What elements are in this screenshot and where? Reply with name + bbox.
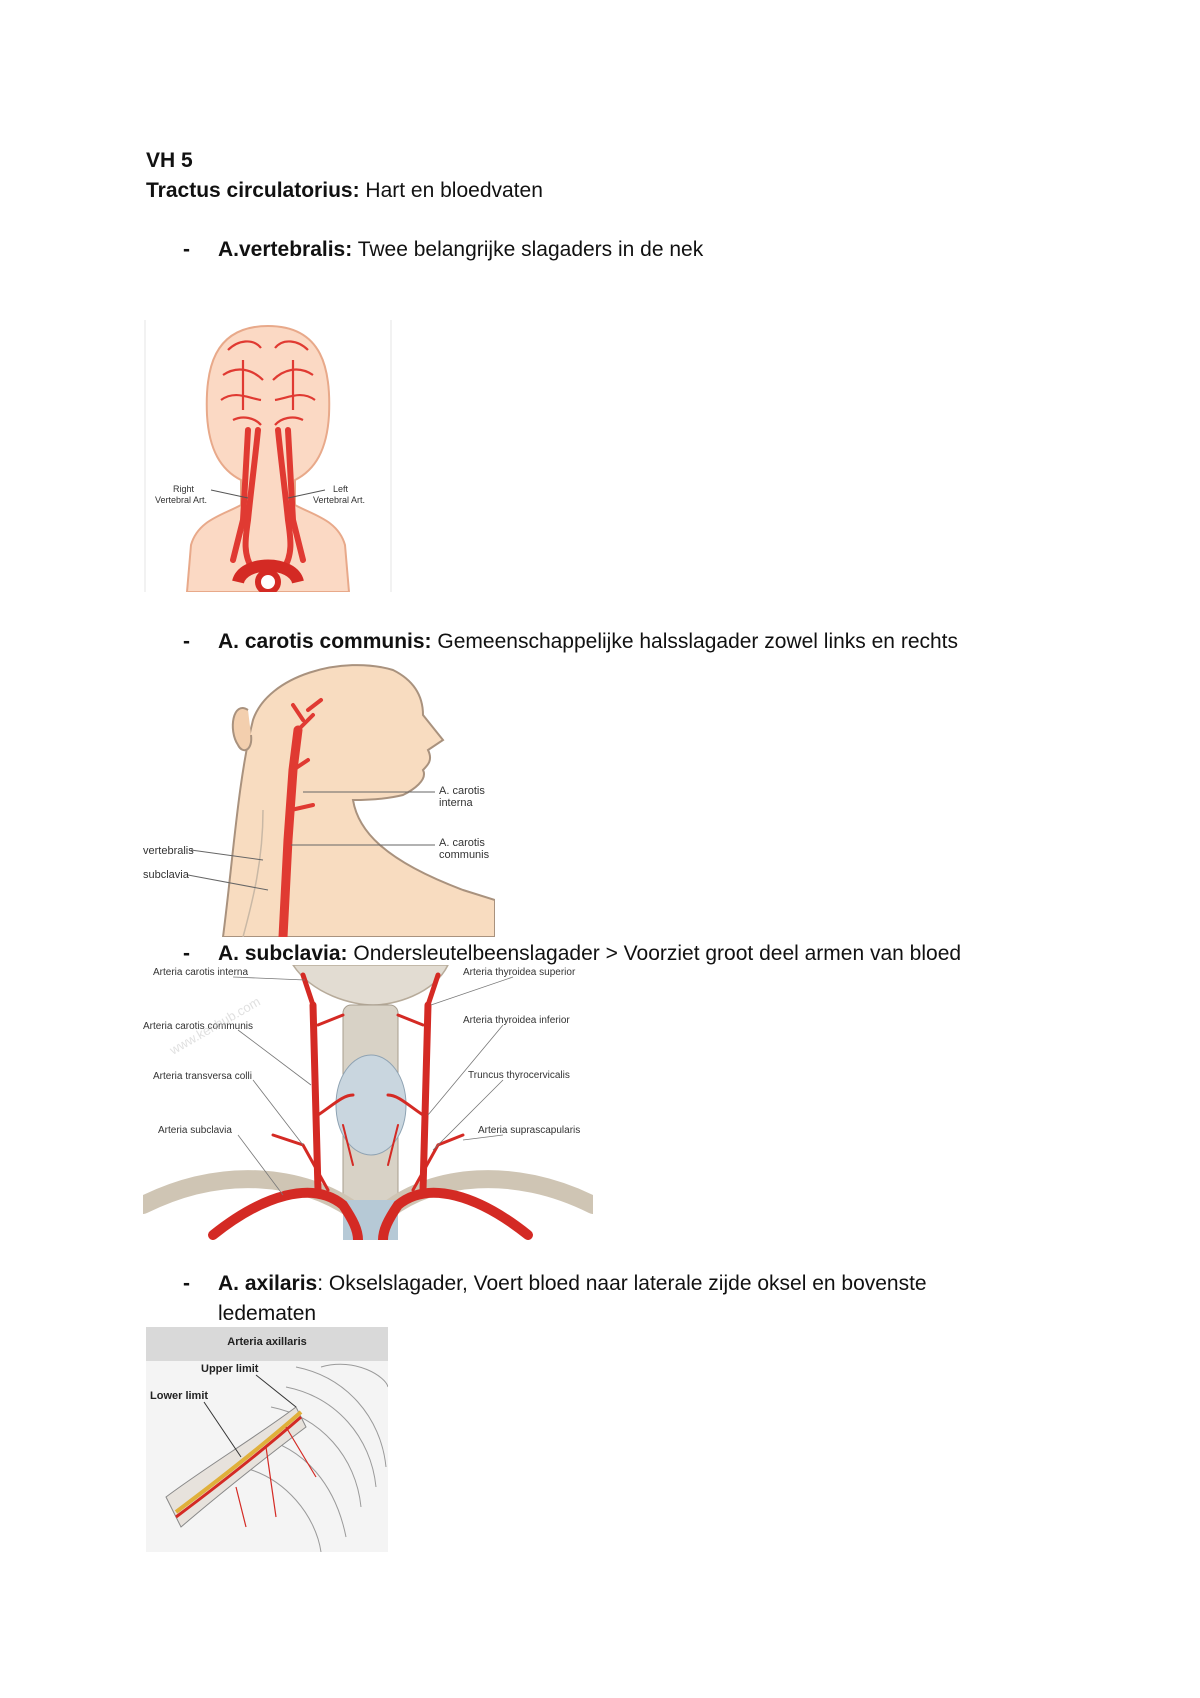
label-subclavia: Arteria subclavia (158, 1125, 232, 1136)
label-carotis-interna: Arteria carotis interna (153, 967, 248, 978)
label-interna-2: interna (439, 797, 474, 809)
label-communis-2: communis (439, 849, 490, 861)
subclavia-figure: Arteria carotis interna Arteria carotis … (143, 965, 593, 1240)
bullet-dash: - (183, 942, 190, 965)
item-term: A. carotis communis: (218, 630, 432, 653)
list-item-axilaris: A. axilaris: Okselslagader, Voert bloed … (218, 1270, 927, 1298)
bullet-dash: - (183, 238, 190, 261)
label-carotis-communis: Arteria carotis communis (143, 1021, 253, 1032)
doc-subtitle: Tractus circulatorius: Hart en bloedvate… (146, 177, 543, 205)
axillaris-figure: Arteria axillaris Upper limit Lower limi… (146, 1327, 388, 1552)
label-thyroidea-superior: Arteria thyroidea superior (463, 967, 576, 978)
item-term: A.vertebralis: (218, 238, 353, 261)
item-desc: : Okselslagader, Voert bloed naar latera… (317, 1272, 927, 1295)
label-subclavia: subclavia (143, 869, 190, 881)
label-right-2: Vertebral Art. (155, 495, 207, 505)
label-communis-1: A. carotis (439, 837, 485, 849)
label-left-1: Left (333, 484, 349, 494)
item-desc: Gemeenschappelijke halsslagader zowel li… (431, 630, 959, 653)
label-lower-limit: Lower limit (150, 1390, 208, 1402)
label-suprascapularis: Arteria suprascapularis (478, 1125, 580, 1136)
subtitle-bold: Tractus circulatorius: (146, 179, 360, 202)
bullet-dash: - (183, 630, 190, 653)
list-item-vertebralis: A.vertebralis: Twee belangrijke slagader… (218, 236, 703, 264)
label-interna-1: A. carotis (439, 785, 485, 797)
doc-heading: VH 5 (146, 149, 193, 172)
bullet-dash: - (183, 1272, 190, 1295)
label-right-1: Right (173, 484, 195, 494)
label-truncus: Truncus thyrocervicalis (468, 1070, 570, 1081)
subtitle-rest: Hart en bloedvaten (359, 179, 543, 202)
carotis-communis-figure: A. carotis interna A. carotis communis v… (143, 660, 495, 937)
item-desc: Twee belangrijke slagaders in de nek (352, 238, 704, 261)
list-item-carotis: A. carotis communis: Gemeenschappelijke … (218, 628, 958, 656)
label-upper-limit: Upper limit (201, 1363, 259, 1375)
item-term: A. axilaris (218, 1272, 318, 1295)
vertebral-artery-figure: Right Vertebral Art. Left Vertebral Art. (143, 320, 393, 592)
list-item-axilaris-cont: ledematen (218, 1302, 317, 1325)
label-transversa-colli: Arteria transversa colli (153, 1071, 252, 1082)
label-thyroidea-inferior: Arteria thyroidea inferior (463, 1015, 570, 1026)
list-item-subclavia: A. subclavia: Ondersleutelbeenslagader >… (218, 940, 961, 968)
label-left-2: Vertebral Art. (313, 495, 365, 505)
axillaris-title: Arteria axillaris (227, 1336, 307, 1348)
label-vertebralis: vertebralis (143, 845, 194, 857)
item-desc: Ondersleutelbeenslagader > Voorziet groo… (347, 942, 962, 965)
item-term: A. subclavia: (218, 942, 348, 965)
